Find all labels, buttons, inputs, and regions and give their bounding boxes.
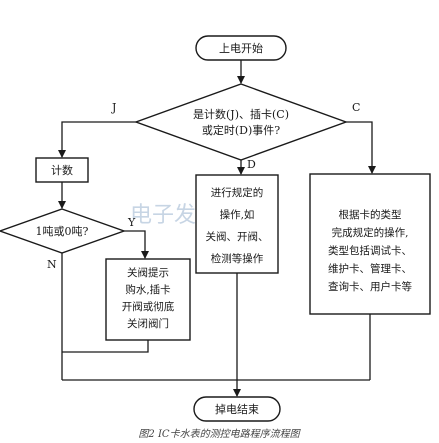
count-label: 计数 xyxy=(51,164,73,177)
count-box: 计数 xyxy=(35,157,89,183)
start-label: 上电开始 xyxy=(219,41,263,55)
figure-caption: 图2 IC卡水表的测控电路程序流程图 xyxy=(138,428,301,440)
timer-line-2: 操作,如 xyxy=(220,208,255,221)
card-line-4: 维护卡、管理卡、 xyxy=(328,262,412,275)
timer-action-box: 进行规定的 操作,如 关阀、开阀、 检测等操作 xyxy=(195,174,279,274)
end-terminal: 掉电结束 xyxy=(193,396,281,422)
decision-event-type: 是计数(J)、插卡(C) 或定时(D)事件? xyxy=(133,83,349,161)
timer-line-4: 检测等操作 xyxy=(211,252,264,265)
branch-j-label: J xyxy=(111,101,116,114)
valve-line-4: 关闭阀门 xyxy=(127,317,169,330)
branch-y-label: Y xyxy=(127,216,136,229)
decision-ton: 1吨或0吨? xyxy=(0,208,127,254)
connector-branch-j xyxy=(58,121,136,158)
start-terminal: 上电开始 xyxy=(195,35,287,61)
decision-event-line-2: 或定时(D)事件? xyxy=(202,123,280,137)
branch-d-label: D xyxy=(247,158,256,171)
branch-c-label: C xyxy=(352,101,360,114)
connector-valve-merge xyxy=(62,340,149,353)
card-line-3: 类型包括调试卡、 xyxy=(328,244,412,257)
card-action-box: 根据卡的类型 完成规定的操作, 类型包括调试卡、 维护卡、管理卡、 查询卡、用户… xyxy=(309,173,431,315)
connector-branch-c xyxy=(346,121,376,174)
card-line-5: 查询卡、用户卡等 xyxy=(328,280,412,293)
card-line-1: 根据卡的类型 xyxy=(339,208,402,221)
valve-line-2: 购水,插卡 xyxy=(125,283,170,296)
branch-n-label: N xyxy=(47,258,57,271)
valve-line-3: 开阀或彻底 xyxy=(122,300,175,313)
card-line-2: 完成规定的操作, xyxy=(332,226,409,239)
decision-event-line-1: 是计数(J)、插卡(C) xyxy=(193,107,289,121)
valve-action-box: 关阀提示 购水,插卡 开阀或彻底 关闭阀门 xyxy=(105,258,191,341)
valve-line-1: 关阀提示 xyxy=(127,266,169,279)
timer-line-1: 进行规定的 xyxy=(211,186,264,199)
end-label: 掉电结束 xyxy=(215,402,259,416)
timer-line-3: 关阀、开阀、 xyxy=(206,230,269,243)
connector-branch-y xyxy=(124,230,149,259)
decision-ton-label: 1吨或0吨? xyxy=(36,225,89,238)
